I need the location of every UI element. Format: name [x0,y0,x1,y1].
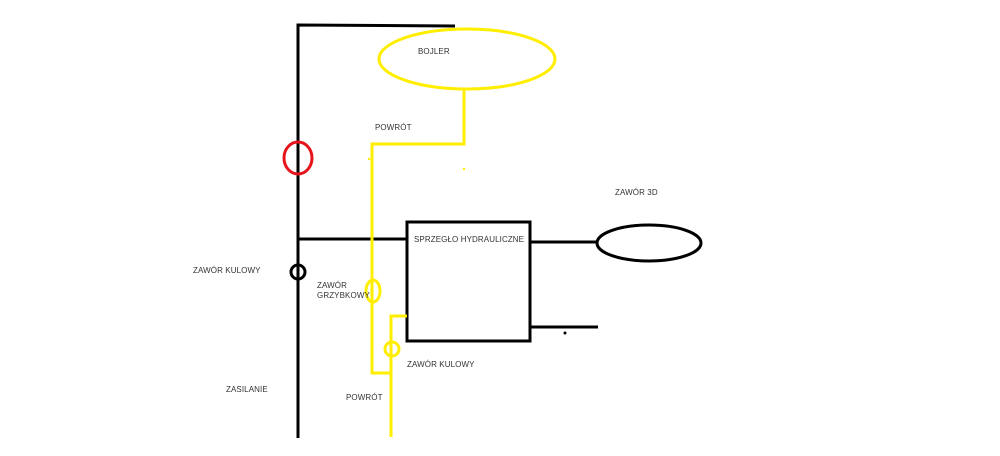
three-way-valve-label: ZAWÓR 3D [615,188,658,197]
check-valve [364,278,382,304]
return-pipe-separator [389,314,407,437]
dot-mark [462,167,466,171]
boiler [377,27,557,91]
separator-label: SPRZEGŁO HYDRAULICZNE [414,235,525,244]
check-valve-label-1: ZAWÓR [317,281,347,290]
ball-valve-label-right: ZAWÓR KULOWY [407,360,475,369]
supply-pipe [296,23,456,438]
ball-valve-label-left: ZAWÓR KULOWY [193,266,261,275]
ball-valve-supply [289,263,307,281]
return-label-bottom: POWRÓT [346,393,383,402]
supply-label: ZASILANIE [226,385,268,394]
boiler-label: BOJLER [418,47,450,56]
hydraulic-separator [405,220,532,343]
highlighted-valve [282,140,314,176]
dot-mark [367,157,371,161]
dot-mark [563,331,567,335]
return-label-top: POWRÓT [375,123,412,132]
ball-valve-return [383,340,401,358]
return-pipe-boiler [370,89,466,375]
check-valve-label-2: GRZYBKOWY [317,291,370,300]
three-way-valve [595,223,703,263]
